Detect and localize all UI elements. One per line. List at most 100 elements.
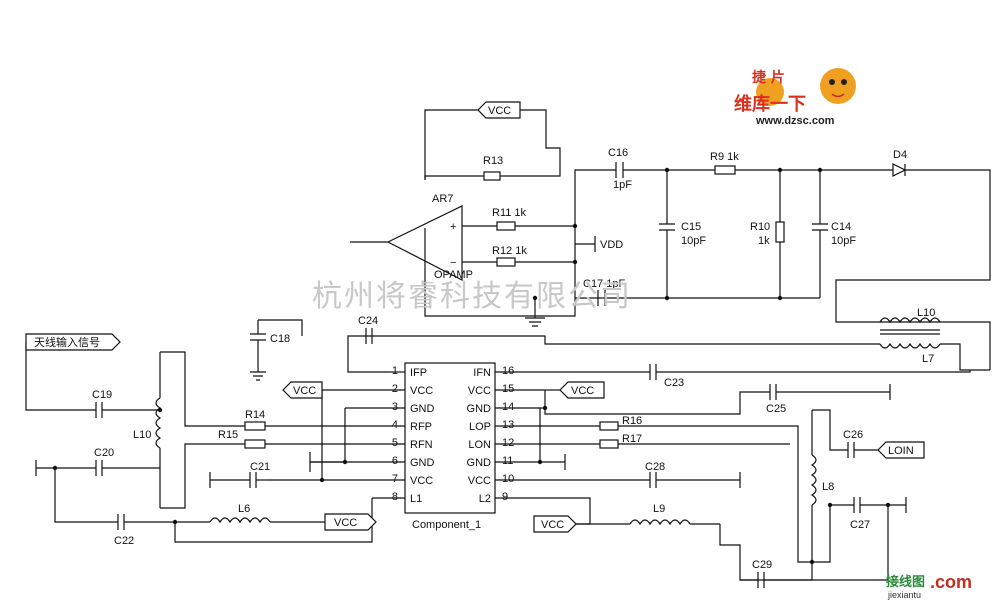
ic-pin-name-15: VCC xyxy=(468,385,491,397)
watermark-text: 杭州将睿科技有限公司 xyxy=(312,279,632,314)
resistor-r15 xyxy=(244,439,266,449)
vcc-tag-pin15 xyxy=(559,381,605,399)
vcc-tag-l9 xyxy=(533,515,577,533)
label-c20: C20 xyxy=(94,447,114,459)
ic-pin-name-8: L1 xyxy=(410,493,422,505)
ic-pin-number-12: 12 xyxy=(502,437,514,449)
label-c18: C18 xyxy=(270,333,290,345)
label-c27: C27 xyxy=(850,519,870,531)
ic-component-1 xyxy=(404,362,496,514)
label-l10-transformer: L10 xyxy=(917,307,935,319)
logo-line1: 捷 片 xyxy=(752,69,785,86)
label-r12: R12 1k xyxy=(492,245,527,257)
capacitor-c18 xyxy=(250,333,266,341)
footer-brand: 接线图 xyxy=(886,574,925,590)
capacitor-c19 xyxy=(95,402,103,418)
loin-label: LOIN xyxy=(888,445,914,457)
capacitor-c27 xyxy=(853,497,861,513)
ic-pin-number-16: 16 xyxy=(502,365,514,377)
capacitor-c25 xyxy=(769,384,777,400)
antenna-label: 天线输入信号 xyxy=(34,335,100,349)
label-l6: L6 xyxy=(238,503,250,515)
ic-pin-number-4: 4 xyxy=(392,419,398,431)
dzsc-logo: 捷 片 维库一下 www.dzsc.com xyxy=(734,68,856,127)
inductor-l8 xyxy=(810,454,817,506)
label-r15: R15 xyxy=(218,429,238,441)
label-r10-value: 1k xyxy=(758,235,770,247)
ic-pin-name-2: VCC xyxy=(410,385,433,397)
ic-pin-number-1: 1 xyxy=(392,365,398,377)
label-c15: C15 xyxy=(681,221,701,233)
inductor-l7 xyxy=(879,342,941,349)
opamp-minus: − xyxy=(450,257,456,269)
capacitor-c15 xyxy=(659,223,675,231)
antenna-tag xyxy=(25,333,121,351)
inductor-l6 xyxy=(209,517,271,524)
label-r14: R14 xyxy=(245,409,265,421)
resistor-r13 xyxy=(483,171,501,181)
capacitor-c20 xyxy=(95,460,103,476)
ic-pin-name-14: GND xyxy=(467,403,492,415)
label-l8: L8 xyxy=(822,481,834,493)
ic-pin-number-3: 3 xyxy=(392,401,398,413)
ic-pin-name-5: RFN xyxy=(410,439,433,451)
label-c14: C14 xyxy=(831,221,851,233)
label-r17: R17 xyxy=(622,433,642,445)
label-c22: C22 xyxy=(114,535,134,547)
ic-pin-name-12: LON xyxy=(468,439,491,451)
ic-pin-name-9: L2 xyxy=(479,493,491,505)
label-r9: R9 1k xyxy=(710,151,739,163)
label-l10-input: L10 xyxy=(133,429,151,441)
logo-url: www.dzsc.com xyxy=(755,115,835,127)
label-c17: C17 1pF xyxy=(583,278,625,290)
ic-pin-number-10: 10 xyxy=(502,473,514,485)
component-label: Component_1 xyxy=(412,519,481,531)
label-c16-value: 1pF xyxy=(613,179,632,191)
ic-pin-number-15: 15 xyxy=(502,383,514,395)
footer-sub: jiexiantu xyxy=(887,590,921,600)
loin-tag xyxy=(877,441,925,459)
label-c24: C24 xyxy=(358,315,378,327)
ic-pin-name-3: GND xyxy=(410,403,435,415)
footer-dot-com: .com xyxy=(930,572,972,592)
resistor-r16 xyxy=(599,421,619,431)
ic-pin-number-5: 5 xyxy=(392,437,398,449)
ic-pin-name-6: GND xyxy=(410,457,435,469)
vcc-label-l9: VCC xyxy=(541,519,564,531)
capacitor-c17 xyxy=(597,290,606,306)
opamp-plus: + xyxy=(450,221,456,233)
capacitor-c23 xyxy=(649,364,657,380)
label-c25: C25 xyxy=(766,403,786,415)
ic-pin-name-7: VCC xyxy=(410,475,433,487)
ar7-label: AR7 xyxy=(432,193,453,205)
resistor-r11 xyxy=(496,221,516,231)
vcc-tag-top xyxy=(477,101,521,119)
ic-pin-name-16: IFN xyxy=(473,367,491,379)
resistor-r17 xyxy=(599,439,619,449)
resistor-r12 xyxy=(496,257,516,267)
capacitor-c21 xyxy=(249,472,257,488)
inductor-l10-input xyxy=(155,397,162,449)
ic-pin-number-2: 2 xyxy=(392,383,398,395)
ic-pin-number-14: 14 xyxy=(502,401,514,413)
ic-pin-name-11: GND xyxy=(467,457,492,469)
capacitor-c16 xyxy=(615,162,624,178)
inductor-l10-top xyxy=(879,317,941,324)
ic-pin-name-13: LOP xyxy=(469,421,491,433)
label-r10: R10 xyxy=(750,221,770,233)
vcc-label-l6: VCC xyxy=(334,517,357,529)
capacitor-c22 xyxy=(117,514,125,530)
ic-pin-number-11: 11 xyxy=(502,455,513,467)
label-c29: C29 xyxy=(752,559,772,571)
label-c15-value: 10pF xyxy=(681,235,706,247)
vcc-tag-l6 xyxy=(324,513,377,531)
vdd-label: VDD xyxy=(600,239,623,251)
ic-pin-name-4: RFP xyxy=(410,421,432,433)
ic-pin-number-13: 13 xyxy=(502,419,514,431)
label-c16: C16 xyxy=(608,147,628,159)
label-r16: R16 xyxy=(622,415,642,427)
label-d4: D4 xyxy=(893,149,907,161)
label-c19: C19 xyxy=(92,389,112,401)
ic-pin-number-8: 8 xyxy=(392,491,398,503)
